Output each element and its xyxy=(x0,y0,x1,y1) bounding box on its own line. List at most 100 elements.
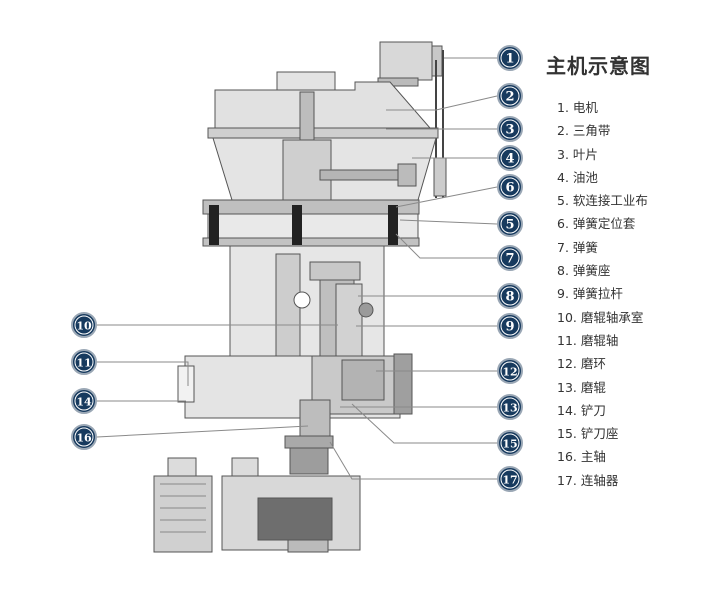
callout-5: 5 xyxy=(497,211,523,237)
legend-item: 9. 弹簧拉杆 xyxy=(557,286,623,302)
legend-label: 弹簧 xyxy=(572,239,598,255)
legend-label: 铲刀座 xyxy=(580,426,619,442)
callout-ring xyxy=(500,361,520,381)
legend-label: 铲刀 xyxy=(580,402,606,418)
legend-item: 13. 磨辊 xyxy=(557,379,606,395)
callout-circle xyxy=(497,45,523,71)
callout-ring xyxy=(500,48,520,68)
callout-6: 6 xyxy=(497,174,523,200)
leader-line-7 xyxy=(395,233,497,259)
callout-ring xyxy=(500,214,520,234)
callout-number: 17 xyxy=(502,474,517,487)
callout-ring xyxy=(74,352,94,372)
callout-number: 6 xyxy=(505,181,514,196)
legend-number: 4 xyxy=(557,169,565,185)
callout-number: 13 xyxy=(502,402,517,415)
leader-line-17 xyxy=(329,441,497,480)
legend-label: 三角带 xyxy=(572,123,611,139)
callout-circle xyxy=(71,349,97,375)
callout-number: 9 xyxy=(505,320,514,335)
legend-item: 11. 磨辊轴 xyxy=(557,332,619,348)
legend-item: 16. 主轴 xyxy=(557,449,606,465)
legend-label: 弹簧座 xyxy=(572,263,611,279)
callout-number: 16 xyxy=(76,432,92,445)
callout-3: 3 xyxy=(497,116,523,142)
grinding-mill-drawing xyxy=(153,41,447,553)
callout-ring xyxy=(500,469,520,489)
legend-label: 弹簧定位套 xyxy=(572,216,636,232)
legend-item: 6. 弹簧定位套 xyxy=(557,216,636,232)
callout-ring xyxy=(74,427,94,447)
legend-item: 5. 软连接工业布 xyxy=(557,193,648,209)
callout-10: 10 xyxy=(71,312,97,338)
callout-number: 2 xyxy=(505,90,514,105)
legend-number: 16 xyxy=(557,449,573,465)
callout-ring xyxy=(500,286,520,306)
callout-circle xyxy=(497,245,523,271)
diagram-title: 主机示意图 xyxy=(546,54,651,78)
callout-17: 17 xyxy=(497,466,523,492)
legend-label: 电机 xyxy=(572,100,598,115)
callout-ring xyxy=(500,433,520,453)
legend-item: 7. 弹簧 xyxy=(557,239,598,255)
legend-number: 8 xyxy=(557,263,565,279)
legend-number: 3 xyxy=(557,146,565,162)
callout-1: 1 xyxy=(497,45,523,71)
callout-2: 2 xyxy=(497,83,523,109)
callout-number: 8 xyxy=(505,290,514,305)
legend-label: 磨辊轴承室 xyxy=(580,309,644,325)
callout-13: 13 xyxy=(497,394,523,420)
legend-item: 3. 叶片 xyxy=(557,146,598,162)
legend-label: 主轴 xyxy=(580,449,606,465)
callout-12: 12 xyxy=(497,358,523,384)
legend-item: 15. 铲刀座 xyxy=(557,426,619,442)
callout-11: 11 xyxy=(71,349,97,375)
legend-label: 磨辊轴 xyxy=(580,332,619,348)
leader-line-16 xyxy=(96,425,309,438)
callout-4: 4 xyxy=(497,145,523,171)
legend-number: 10 xyxy=(557,309,573,325)
callout-circle xyxy=(497,83,523,109)
legend-number: 9 xyxy=(557,286,565,302)
legend-item: 8. 弹簧座 xyxy=(557,263,611,279)
callout-circle xyxy=(497,116,523,142)
callout-9: 9 xyxy=(497,313,523,339)
callout-circle xyxy=(497,174,523,200)
legend-number: 2 xyxy=(557,123,565,139)
callout-number: 3 xyxy=(505,123,514,138)
leader-line-2 xyxy=(386,95,498,111)
leader-line-6 xyxy=(395,186,498,208)
legend-number: 5 xyxy=(557,193,565,209)
legend-label: 油池 xyxy=(572,169,598,185)
callout-circle xyxy=(497,313,523,339)
legend-item: 14. 铲刀 xyxy=(557,402,606,418)
callout-number: 1 xyxy=(505,52,514,67)
callout-ring xyxy=(500,119,520,139)
legend-label: 连轴器 xyxy=(580,472,619,488)
callout-number: 14 xyxy=(76,396,92,409)
legend-number: 15 xyxy=(557,426,573,442)
leader-lines xyxy=(96,57,498,480)
callout-ring xyxy=(74,315,94,335)
legend-number: 11 xyxy=(557,332,573,348)
callout-number: 11 xyxy=(76,357,91,370)
callout-number: 15 xyxy=(502,438,517,451)
callout-circle xyxy=(497,466,523,492)
callout-ring xyxy=(500,148,520,168)
callout-8: 8 xyxy=(497,283,523,309)
legend-label: 弹簧拉杆 xyxy=(572,286,623,302)
leader-line-5 xyxy=(399,219,498,225)
callout-ring xyxy=(500,397,520,417)
callout-ring xyxy=(500,316,520,336)
callout-circle xyxy=(497,358,523,384)
callout-16: 16 xyxy=(71,424,97,450)
legend-item: 10. 磨辊轴承室 xyxy=(557,309,644,325)
legend-label: 软连接工业布 xyxy=(572,193,648,209)
callout-number: 4 xyxy=(505,152,514,167)
callout-ring xyxy=(500,177,520,197)
legend-item: 1. 电机 xyxy=(557,100,598,115)
leader-line-11 xyxy=(97,361,189,386)
callout-number: 10 xyxy=(76,320,92,333)
